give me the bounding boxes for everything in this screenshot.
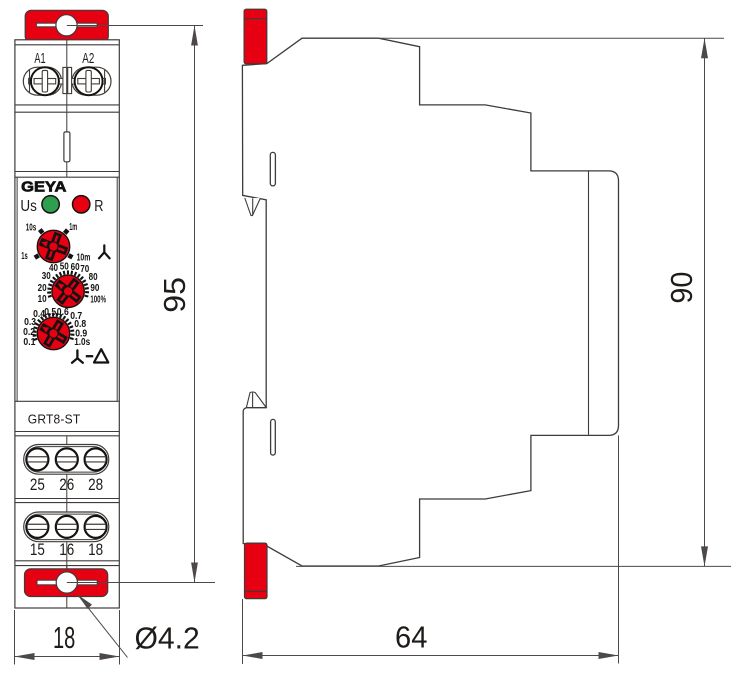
svg-text:64: 64 [395, 620, 427, 655]
svg-text:1s: 1s [21, 251, 28, 262]
svg-text:R: R [94, 198, 103, 215]
svg-text:0.9: 0.9 [75, 329, 87, 340]
svg-text:A1: A1 [34, 51, 45, 67]
svg-text:1.0s: 1.0s [74, 337, 90, 348]
svg-text:28: 28 [88, 475, 103, 494]
svg-text:Us: Us [20, 198, 37, 215]
svg-text:40: 40 [49, 263, 58, 274]
svg-text:100%: 100% [90, 295, 106, 306]
svg-text:0.7: 0.7 [70, 311, 82, 322]
svg-text:GEYA: GEYA [21, 179, 67, 195]
svg-text:26: 26 [59, 475, 74, 494]
svg-text:A2: A2 [82, 51, 94, 67]
svg-text:16: 16 [59, 540, 74, 559]
svg-text:0.6: 0.6 [57, 307, 69, 318]
svg-text:10s: 10s [26, 222, 37, 233]
svg-text:0.8: 0.8 [74, 319, 86, 330]
svg-text:50: 50 [60, 262, 69, 273]
svg-text:0.2: 0.2 [23, 327, 35, 338]
svg-text:15: 15 [30, 540, 45, 559]
svg-text:Ø4.2: Ø4.2 [135, 620, 200, 655]
svg-text:60: 60 [71, 262, 80, 273]
svg-text:80: 80 [89, 272, 98, 283]
svg-text:18: 18 [53, 620, 75, 655]
svg-text:70: 70 [80, 264, 89, 275]
svg-text:30: 30 [42, 271, 51, 282]
svg-text:0.3: 0.3 [24, 317, 36, 328]
svg-text:10: 10 [38, 294, 47, 305]
svg-text:18: 18 [88, 540, 103, 559]
svg-text:0.5: 0.5 [44, 307, 56, 318]
svg-text:95: 95 [158, 277, 192, 313]
svg-text:GRT8-ST: GRT8-ST [28, 412, 81, 427]
svg-text:90: 90 [665, 272, 699, 304]
svg-text:10m: 10m [77, 253, 91, 264]
svg-text:0.1: 0.1 [23, 337, 35, 348]
svg-text:20: 20 [38, 283, 47, 294]
svg-text:0.4: 0.4 [33, 309, 45, 320]
svg-text:90: 90 [90, 283, 99, 294]
svg-text:1m: 1m [69, 222, 77, 233]
svg-text:25: 25 [30, 475, 45, 494]
